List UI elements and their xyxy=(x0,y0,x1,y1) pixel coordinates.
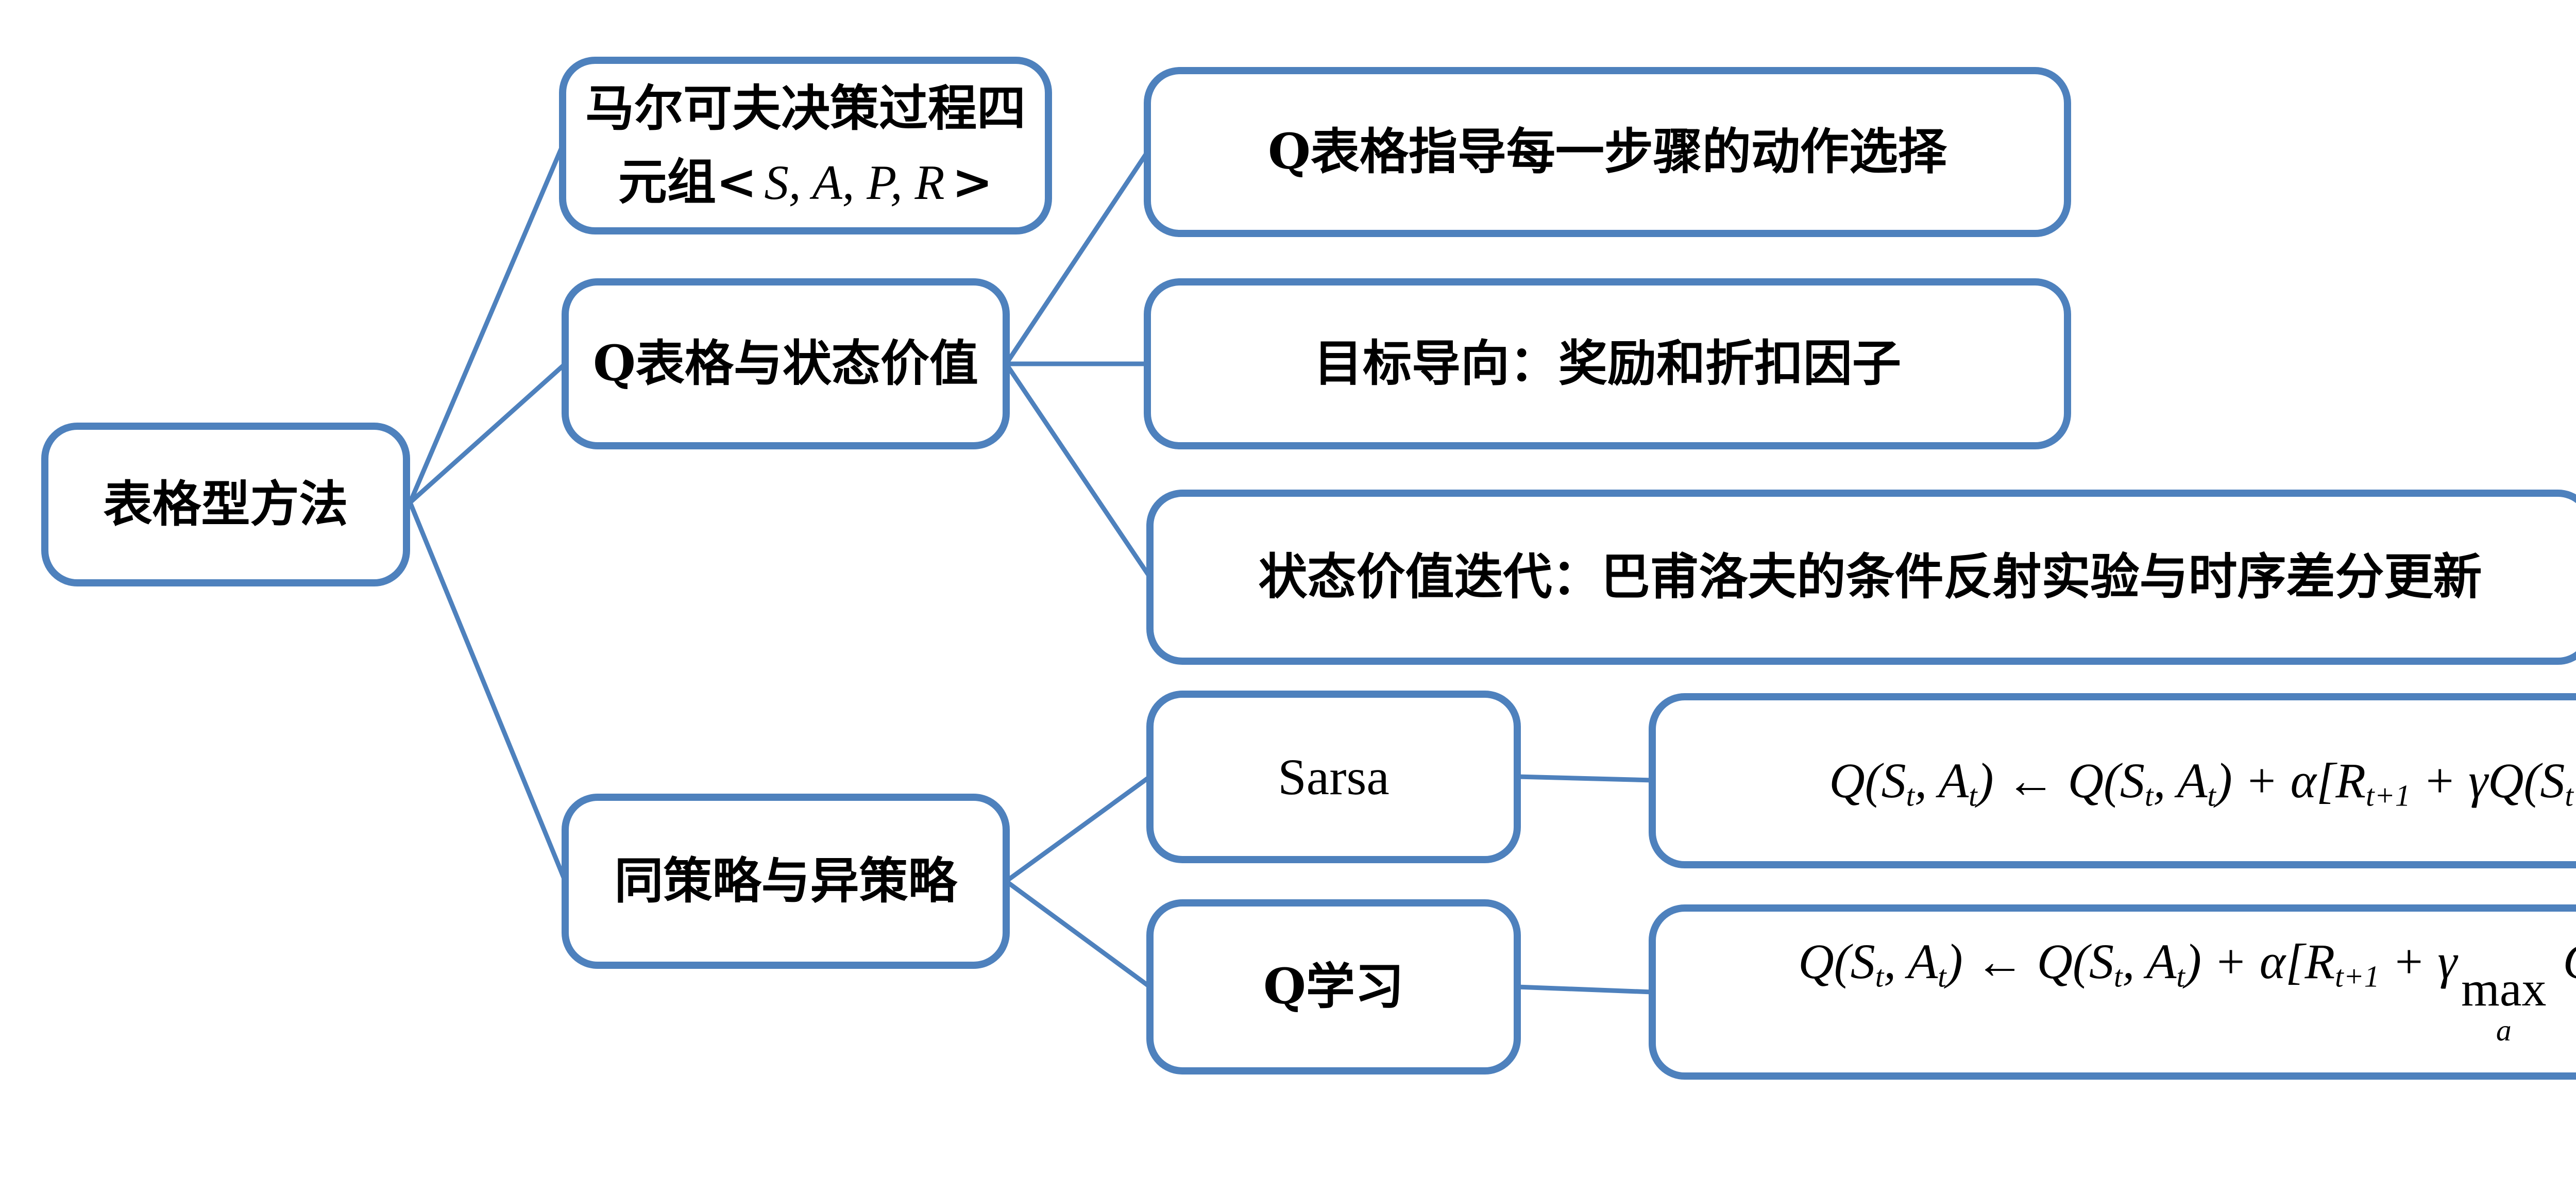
node-qtable-state-value-label: Q表格与状态价值 xyxy=(593,334,978,392)
connector-line-root-policy xyxy=(408,501,568,882)
mdp-line2-suffix: > xyxy=(952,153,993,211)
node-sarsa-label: Sarsa xyxy=(1278,748,1389,805)
connector-line-root-mdp xyxy=(408,144,565,503)
connector-line-qtable-statevalue xyxy=(1004,362,1152,579)
node-state-value-iteration: 状态价值迭代：巴甫洛夫的条件反射实验与时序差分更新 xyxy=(1146,490,2576,665)
node-goal-oriented-label: 目标导向：奖励和折扣因子 xyxy=(1313,334,1901,392)
node-sarsa-update-formula: Q(St, At) ← Q(St, At) + α[Rt+1 + γQ(St+1… xyxy=(1649,693,2576,868)
connector-line-policy-qlearning xyxy=(1005,879,1151,989)
node-qlearning: Q学习 xyxy=(1146,899,1521,1075)
node-qtable-state-value: Q表格与状态价值 xyxy=(562,278,1010,449)
node-goal-oriented: 目标导向：奖励和折扣因子 xyxy=(1144,278,2071,449)
mdp-tuple-variables: S, A, P, R xyxy=(764,155,945,210)
node-state-value-iteration-label: 状态价值迭代：巴甫洛夫的条件反射实验与时序差分更新 xyxy=(1258,548,2482,606)
node-mdp-tuple-line2: 元组<S, A, P, R> xyxy=(618,146,993,220)
node-qtable-guides-actions: Q表格指导每一步骤的动作选择 xyxy=(1144,67,2071,237)
connector-line-qlearning-formula xyxy=(1517,984,1653,995)
node-tabular-methods: 表格型方法 xyxy=(41,423,410,586)
node-on-off-policy: 同策略与异策略 xyxy=(562,794,1010,969)
node-mdp-tuple-line1: 马尔可夫决策过程四 xyxy=(585,80,1026,137)
node-on-off-policy-label: 同策略与异策略 xyxy=(614,852,957,910)
sarsa-update-formula: Q(St, At) ← Q(St, At) + α[Rt+1 + γQ(St+1… xyxy=(1829,753,2576,813)
connector-line-policy-sarsa xyxy=(1005,775,1151,883)
node-qtable-guides-actions-label: Q表格指导每一步骤的动作选择 xyxy=(1268,123,1947,180)
mdp-line2-prefix: 元组< xyxy=(618,153,757,211)
connector-line-qtable-qguide xyxy=(1004,150,1149,365)
node-qlearning-label: Q学习 xyxy=(1263,958,1404,1015)
node-tabular-methods-label: 表格型方法 xyxy=(103,475,348,533)
node-sarsa: Sarsa xyxy=(1146,691,1521,863)
connector-line-sarsa-formula xyxy=(1517,774,1653,783)
connector-line-root-qtable xyxy=(409,362,567,505)
node-mdp-tuple: 马尔可夫决策过程四 元组<S, A, P, R> xyxy=(559,57,1052,234)
